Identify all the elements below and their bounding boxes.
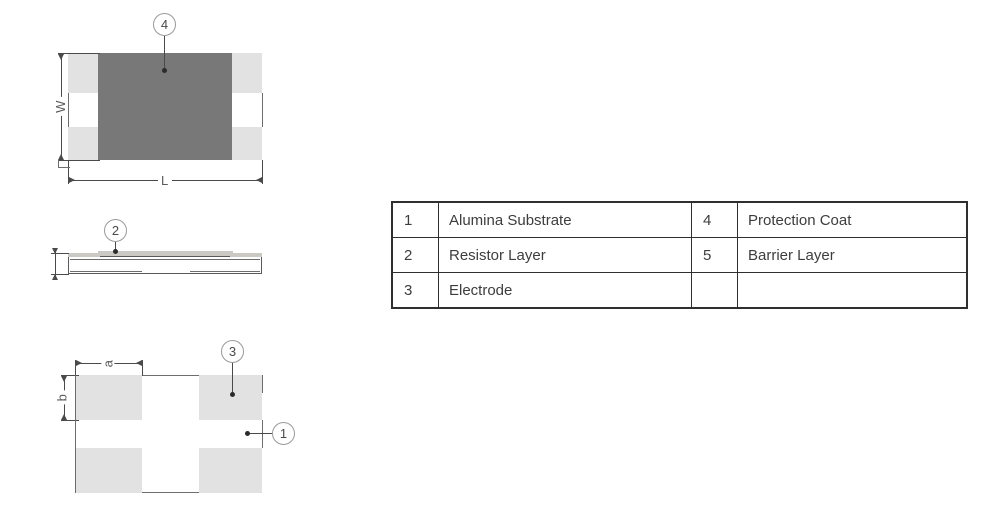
side-view-left-top-cap (68, 253, 100, 257)
legend-description: Alumina Substrate (438, 201, 692, 238)
callout-3-leader (232, 363, 233, 394)
dim-a-tick-left (75, 360, 76, 376)
side-view-inner-top-line (70, 259, 260, 260)
side-view-bottom-pad-right (190, 271, 260, 272)
dim-T-arrow-top (52, 248, 58, 254)
bottom-view-pad-top-right (199, 375, 262, 420)
legend-description: Protection Coat (737, 201, 968, 238)
top-view-right-notch (232, 93, 262, 127)
dim-W-label: W (53, 97, 68, 116)
dim-L-arrow-right (256, 177, 262, 183)
legend-table: 1 Alumina Substrate 4 Protection Coat 2 … (391, 201, 968, 309)
dim-b-tick-bottom (61, 420, 79, 421)
legend-number: 1 (391, 201, 439, 238)
table-row: 3 Electrode (391, 272, 968, 309)
top-view-left-notch-edge (68, 93, 69, 127)
dim-L-tick-right (262, 160, 263, 184)
legend-description: Barrier Layer (737, 237, 968, 273)
bottom-view-pad-top-left (75, 375, 142, 420)
bottom-view-edge-right (262, 420, 263, 448)
side-view-substrate (68, 256, 262, 274)
dim-W-arrow-bottom (58, 154, 64, 160)
dim-W-tick-bottom (58, 160, 100, 161)
table-row: 2 Resistor Layer 5 Barrier Layer (391, 237, 968, 273)
dim-T-tick-top (51, 253, 69, 254)
callout-2-pointer-dot (113, 249, 118, 254)
legend-description: Electrode (438, 272, 692, 309)
top-view-left-notch (68, 93, 98, 127)
legend-description (737, 272, 968, 309)
legend-number: 3 (391, 272, 439, 309)
dim-W-tick-top (58, 53, 100, 54)
side-view-bottom-pad-left (70, 271, 142, 272)
callout-3: 3 (221, 340, 244, 363)
callout-3-pointer-dot (230, 392, 235, 397)
dim-L-label: L (158, 174, 172, 187)
top-view-extension-jog-v (58, 160, 59, 168)
dim-b-label: b (54, 390, 69, 405)
legend-number: 2 (391, 237, 439, 273)
side-view-resistor-layer (98, 251, 233, 257)
side-view-right-top-cap (230, 253, 262, 257)
top-view-right-notch-edge (262, 93, 263, 127)
callout-4: 4 (153, 13, 176, 36)
callout-1: 1 (272, 422, 295, 445)
bottom-view-outer-right (262, 375, 263, 393)
table-row: 1 Alumina Substrate 4 Protection Coat (391, 201, 968, 238)
legend-number: 4 (691, 201, 738, 238)
dim-L-arrow-left (69, 177, 75, 183)
dim-b-arrow-bottom (61, 414, 67, 420)
dim-a-arrow-left (76, 360, 82, 366)
top-view-extension-jog (58, 167, 70, 168)
legend-number: 5 (691, 237, 738, 273)
bottom-view-left-extension (75, 375, 76, 493)
callout-1-leader (249, 433, 273, 434)
dim-a-label: a (100, 356, 115, 371)
dim-b-tick-top (61, 375, 79, 376)
callout-2: 2 (104, 219, 127, 242)
legend-number (691, 272, 738, 309)
dim-T-line (55, 250, 56, 278)
legend-description: Resistor Layer (438, 237, 692, 273)
dim-T-tick-bottom (51, 274, 69, 275)
dim-a-tick-right (142, 360, 143, 376)
dim-T-arrow-bottom (52, 274, 58, 280)
dim-b-arrow-top (61, 376, 67, 382)
dim-L-tick-left (68, 160, 69, 184)
bottom-view-edge-top-mid (142, 375, 199, 376)
callout-2-leader (115, 242, 116, 251)
bottom-view-pad-bottom-left (75, 448, 142, 493)
callout-4-pointer-dot (162, 68, 167, 73)
bottom-view-edge-bottom-mid (142, 492, 199, 493)
bottom-view-pad-bottom-right (199, 448, 262, 493)
callout-4-leader (164, 36, 165, 70)
callout-1-pointer-dot (245, 431, 250, 436)
dim-W-arrow-top (58, 54, 64, 60)
dim-a-arrow-right (136, 360, 142, 366)
